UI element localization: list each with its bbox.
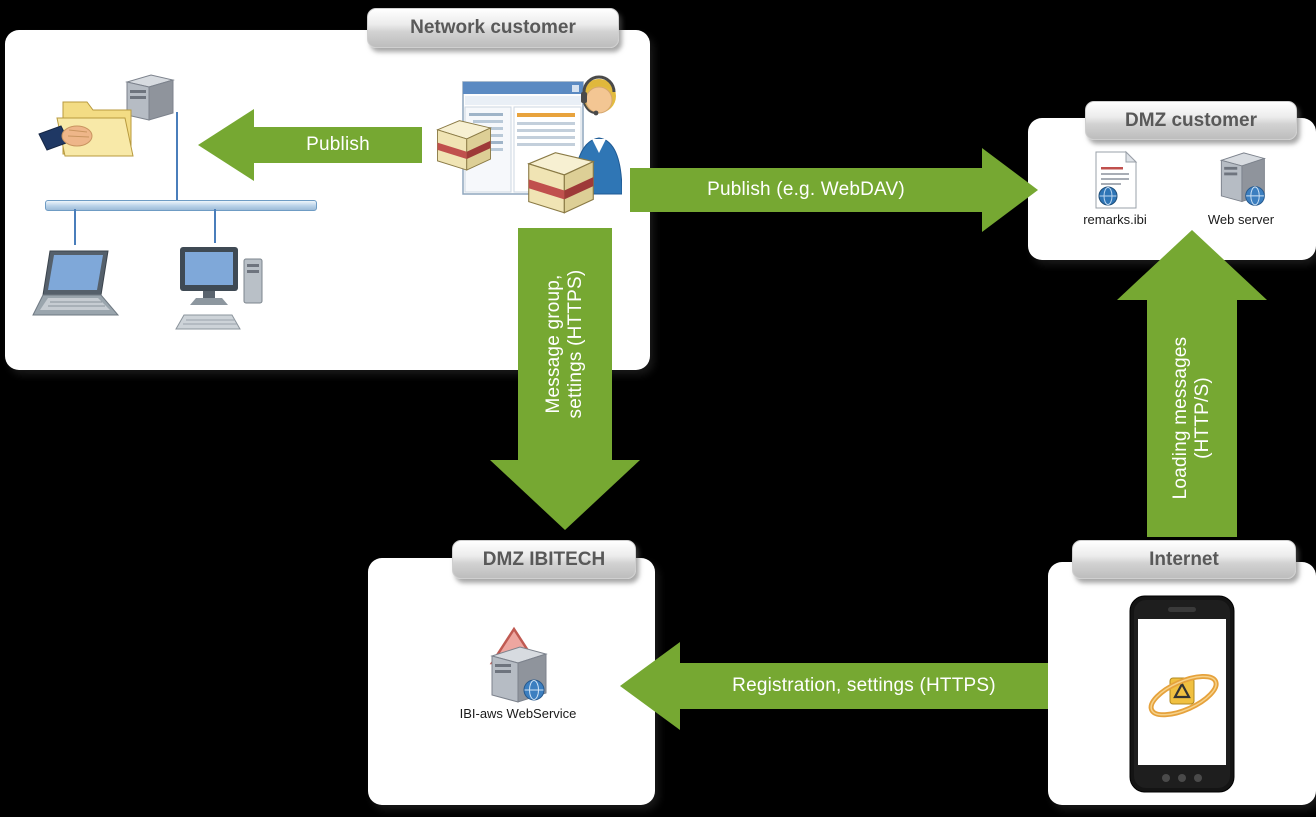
arrow-publish-webdav-label: Publish (e.g. WebDAV)	[707, 178, 905, 200]
arrow-publish-label: Publish	[306, 133, 370, 155]
arrow-message-group: Message group, settings (HTTPS)	[490, 228, 640, 530]
arrow-publish-webdav: Publish (e.g. WebDAV)	[630, 148, 1038, 232]
banner-internet-label: Internet	[1149, 548, 1219, 570]
arrow-message-group-head	[490, 460, 640, 530]
package-icon	[436, 120, 492, 171]
arrow-registration-head	[620, 642, 680, 730]
desktop-computer-icon	[175, 247, 263, 330]
laptop-icon	[32, 250, 120, 316]
arrow-loading-messages-head	[1117, 230, 1267, 300]
network-line-desktop	[214, 209, 216, 243]
network-line-folder	[176, 112, 178, 200]
arrow-registration: Registration, settings (HTTPS)	[620, 642, 1048, 730]
banner-dmz-ibitech-label: DMZ IBITECH	[482, 548, 606, 570]
banner-dmz-ibitech: DMZ IBITECH	[452, 540, 636, 579]
network-bus	[45, 200, 317, 211]
smartphone-icon	[1129, 595, 1235, 793]
network-line-laptop	[74, 209, 76, 245]
banner-dmz-customer: DMZ customer	[1085, 101, 1297, 140]
arrow-loading-messages: Loading messages (HTTP/S)	[1117, 230, 1267, 537]
arrow-publish-head	[198, 109, 254, 181]
operator-workstation-icon	[462, 75, 622, 195]
banner-network-customer: Network customer	[367, 8, 619, 48]
shared-folder-icon	[38, 74, 175, 157]
arrow-registration-label: Registration, settings (HTTPS)	[732, 674, 996, 696]
web-server-icon	[1219, 152, 1267, 206]
arrow-publish-webdav-head	[982, 148, 1038, 232]
ibi-aws-webservice-label: IBI-aws WebService	[459, 706, 577, 721]
ibi-aws-webservice-icon	[489, 626, 548, 703]
banner-network-customer-label: Network customer	[410, 17, 576, 38]
remarks-file-label: remarks.ibi	[1083, 212, 1147, 227]
arrow-publish: Publish	[198, 109, 422, 181]
banner-dmz-customer-label: DMZ customer	[1125, 109, 1257, 131]
remarks-document-icon	[1095, 150, 1138, 209]
web-server-label: Web server	[1207, 212, 1275, 227]
banner-internet: Internet	[1072, 540, 1296, 579]
package-icon	[527, 152, 595, 214]
